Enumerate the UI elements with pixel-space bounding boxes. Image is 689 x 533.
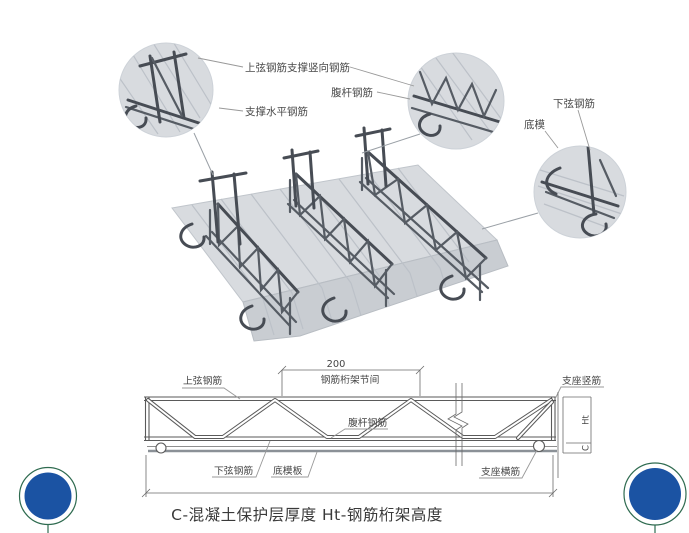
photo-labels: 上弦钢筋支撑竖向钢筋 支撑水平钢筋 腹杆钢筋 下弦钢筋 底模 (197, 57, 595, 151)
hook-loop (439, 274, 466, 301)
detail-circle-bottom-chord (533, 145, 627, 239)
label-support-vertical: 支座竖筋 (562, 374, 601, 387)
elevation-labels: 上弦钢筋 腹杆钢筋 下弦钢筋 底模板 支座横筋 支座竖筋 (182, 374, 604, 479)
label-web-rebar: 腹杆钢筋 (348, 416, 387, 429)
label-bottom-form-plate: 底模板 (273, 464, 303, 477)
support-transverse-bar-left (155, 442, 167, 454)
detail-circle-top-support (118, 42, 214, 138)
dim-ht: Ht (582, 414, 592, 424)
corner-dot-left (18, 466, 78, 533)
label-web-rebar-photo: 腹杆钢筋 (331, 86, 373, 99)
panel-dimension: 200 钢筋桁架节间 (277, 359, 425, 396)
truss-right (354, 126, 490, 302)
break-line (447, 383, 463, 466)
overall-dimension (141, 455, 558, 498)
truss-elevation: 200 钢筋桁架节间 上弦钢筋 腹杆钢筋 下弦钢筋 底模板 支座横筋 支座竖筋 (141, 359, 604, 524)
dim-c: C (582, 445, 592, 451)
hook-loop (321, 296, 348, 323)
hook-loop (179, 222, 206, 249)
green-ring (623, 462, 687, 526)
label-support-horizontal: 支座横筋 (481, 465, 520, 478)
label-horizontal-support: 支撑水平钢筋 (245, 105, 308, 118)
caption: C-混凝土保护层厚度 Ht-钢筋桁架高度 (171, 506, 443, 524)
support-transverse-bar-right (532, 439, 546, 453)
label-panel-spacing: 钢筋桁架节间 (321, 373, 380, 386)
callout-connectors (193, 132, 539, 230)
label-bottom-form: 底模 (524, 118, 545, 131)
dim-200: 200 (327, 359, 346, 370)
blue-dot (629, 468, 681, 520)
truss-left (179, 170, 300, 336)
label-top-chord: 上弦钢筋 (183, 374, 222, 387)
detail-circle-web-rebar (407, 52, 505, 150)
label-bottom-chord: 下弦钢筋 (214, 464, 253, 477)
main-photo (171, 126, 509, 342)
blue-dot (24, 472, 72, 520)
support-horizontal-rebar (198, 171, 248, 183)
support-vertical-rebar (232, 172, 242, 246)
support-vertical-rebar (210, 170, 220, 244)
height-dimension-block: Ht C (557, 392, 592, 478)
label-top-support: 上弦钢筋支撑竖向钢筋 (245, 61, 350, 74)
truss-middle (282, 148, 396, 323)
green-ring (18, 466, 78, 526)
label-bottom-chord-photo: 下弦钢筋 (553, 97, 595, 110)
hook-loop (239, 304, 266, 331)
break-line (453, 383, 469, 466)
corner-dot-right (623, 462, 687, 533)
deck-front-apron (242, 239, 509, 342)
